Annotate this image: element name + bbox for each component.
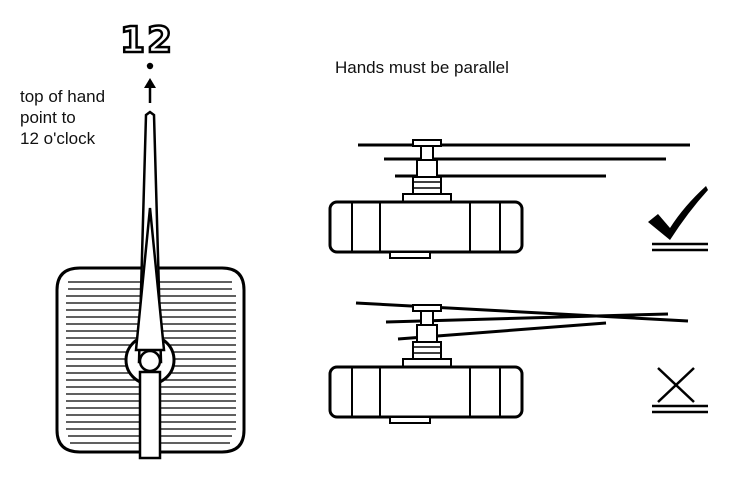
up-arrow-icon [144,78,156,103]
check-mark-icon [648,186,708,252]
side-view-correct [328,139,690,259]
twelve-dot [146,62,154,70]
twelve-label: 12 [119,19,175,63]
instruction-line-3: 12 o'clock [20,129,96,148]
cross-mark-icon [652,367,708,414]
center-cap [138,349,162,373]
instruction-line-1: top of hand [20,87,106,106]
clock-movement-front [55,110,246,460]
angled-hand-1 [355,301,689,323]
instruction-line-2: point to [20,108,76,127]
side-view-incorrect [328,301,689,424]
headline: Hands must be parallel [335,58,509,77]
hand-tail [138,370,162,460]
instruction-text: top of hand point to 12 o'clock [20,86,105,149]
